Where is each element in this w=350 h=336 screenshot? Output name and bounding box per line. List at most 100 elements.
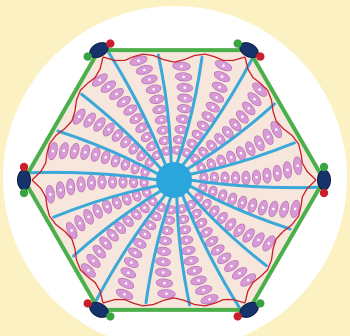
bile-duct	[234, 39, 242, 47]
hepatocyte-nucleus	[165, 150, 168, 153]
hepatocyte-nucleus	[202, 125, 205, 128]
hepatocyte-nucleus	[255, 176, 258, 179]
hepatocyte-nucleus	[258, 88, 261, 91]
hepatocyte-nucleus	[241, 116, 244, 119]
hepatocyte-nucleus	[190, 259, 193, 262]
hepatocyte-nucleus	[69, 186, 72, 189]
hepatocyte-nucleus	[135, 213, 138, 216]
hepatocyte-nucleus	[219, 138, 222, 141]
hepatocyte-nucleus	[213, 176, 216, 179]
hepatocyte-nucleus	[163, 282, 166, 285]
hepatocyte-nucleus	[143, 181, 146, 184]
hepatocyte-nucleus	[163, 139, 166, 142]
hepatocyte-nucleus	[223, 257, 226, 260]
hepatocyte-nucleus	[184, 86, 187, 89]
hepatocyte-nucleus	[143, 207, 146, 210]
hepatocyte-nucleus	[247, 234, 250, 237]
hepatocyte-nucleus	[176, 149, 179, 152]
hepatocyte-nucleus	[229, 223, 232, 226]
hepatocyte-nucleus	[197, 196, 200, 199]
hepatocyte-nucleus	[148, 78, 151, 81]
hepatocyte-nucleus	[151, 200, 154, 203]
hepatocyte-nucleus	[275, 128, 278, 131]
hepatocyte-nucleus	[98, 250, 101, 253]
hepatocyte-nucleus	[111, 181, 114, 184]
hepatocyte-nucleus	[133, 147, 136, 150]
hepatocyte-nucleus	[79, 222, 82, 225]
hepatocyte-nucleus	[116, 134, 119, 137]
hepatocyte-nucleus	[144, 171, 147, 174]
hepatocyte-nucleus	[200, 222, 203, 225]
hepatocyte-nucleus	[59, 189, 62, 192]
hepatocyte-nucleus	[152, 88, 155, 91]
hepatocyte-nucleus	[266, 174, 269, 177]
hepatic-arteriole	[234, 312, 242, 320]
hepatocyte-nucleus	[234, 177, 237, 180]
hepatocyte-nucleus	[187, 249, 190, 252]
hepatocyte-nucleus	[104, 156, 107, 159]
hepatocyte-nucleus	[155, 215, 158, 218]
hepatocyte-nucleus	[106, 205, 109, 208]
hepatocyte-nucleus	[224, 177, 227, 180]
hepatocyte-nucleus	[130, 261, 133, 264]
hepatocyte-nucleus	[63, 149, 66, 152]
hepatocyte-nucleus	[238, 272, 241, 275]
hepatocyte-nucleus	[247, 279, 250, 282]
hepatocyte-nucleus	[182, 76, 185, 79]
hepatocyte-nucleus	[116, 201, 119, 204]
hepatocyte-nucleus	[272, 208, 275, 211]
hepatocyte-nucleus	[52, 150, 55, 153]
hepatocyte-nucleus	[210, 163, 213, 166]
hepatocyte-nucleus	[162, 261, 165, 264]
hepatocyte-nucleus	[222, 64, 225, 67]
hepatocyte-nucleus	[107, 85, 110, 88]
hepatocyte-nucleus	[178, 139, 181, 142]
hepatocyte-nucleus	[238, 229, 241, 232]
hepatocyte-nucleus	[200, 166, 203, 169]
hepatocyte-nucleus	[134, 252, 137, 255]
bile-duct	[256, 299, 264, 307]
hepatocyte-nucleus	[148, 161, 151, 164]
hepatocyte-nucleus	[125, 141, 128, 144]
bile-duct	[84, 52, 92, 60]
hepatocyte-nucleus	[221, 217, 224, 220]
hepatocyte-nucleus	[183, 107, 186, 110]
hepatocyte-nucleus	[92, 260, 95, 263]
hepatocyte-nucleus	[160, 119, 163, 122]
hepatocyte-nucleus	[158, 108, 161, 111]
hepatocyte-nucleus	[125, 282, 128, 285]
hepatocyte-nucleus	[170, 209, 173, 212]
hepatocyte-nucleus	[137, 59, 140, 62]
hepatocyte-nucleus	[262, 206, 265, 209]
hepatocyte-nucleus	[168, 219, 171, 222]
hepatocyte-nucleus	[283, 208, 286, 211]
hepatocyte-nucleus	[143, 69, 146, 72]
hepatic-arteriole	[84, 299, 92, 307]
hepatocyte-nucleus	[162, 271, 165, 274]
hepatocyte-nucleus	[268, 242, 271, 245]
hepatocyte-nucleus	[123, 100, 126, 103]
hepatocyte-nucleus	[125, 198, 128, 201]
hepatocyte-nucleus	[135, 195, 138, 198]
hepatocyte-nucleus	[247, 107, 250, 110]
hepatocyte-nucleus	[240, 152, 243, 155]
central-vein	[156, 162, 192, 198]
hepatocyte-nucleus	[216, 249, 219, 252]
hepatocyte-nucleus	[286, 169, 289, 172]
hepatocyte-nucleus	[230, 265, 233, 268]
hepatocyte-nucleus	[251, 204, 254, 207]
hepatocyte-nucleus	[145, 136, 148, 139]
hepatocyte-nucleus	[119, 227, 122, 230]
hepatocyte-nucleus	[190, 203, 193, 206]
hepatocyte-nucleus	[165, 293, 168, 296]
hepatic-arteriole	[106, 39, 114, 47]
hepatocyte-nucleus	[212, 106, 215, 109]
hepatocyte-nucleus	[203, 176, 206, 179]
hepatocyte-nucleus	[267, 136, 270, 139]
hepatocyte-nucleus	[84, 151, 87, 154]
hepatocyte-nucleus	[215, 96, 218, 99]
hepatocyte-nucleus	[139, 242, 142, 245]
hepatocyte-nucleus	[150, 145, 153, 148]
hepatocyte-nucleus	[132, 181, 135, 184]
hepatocyte-nucleus	[80, 183, 83, 186]
